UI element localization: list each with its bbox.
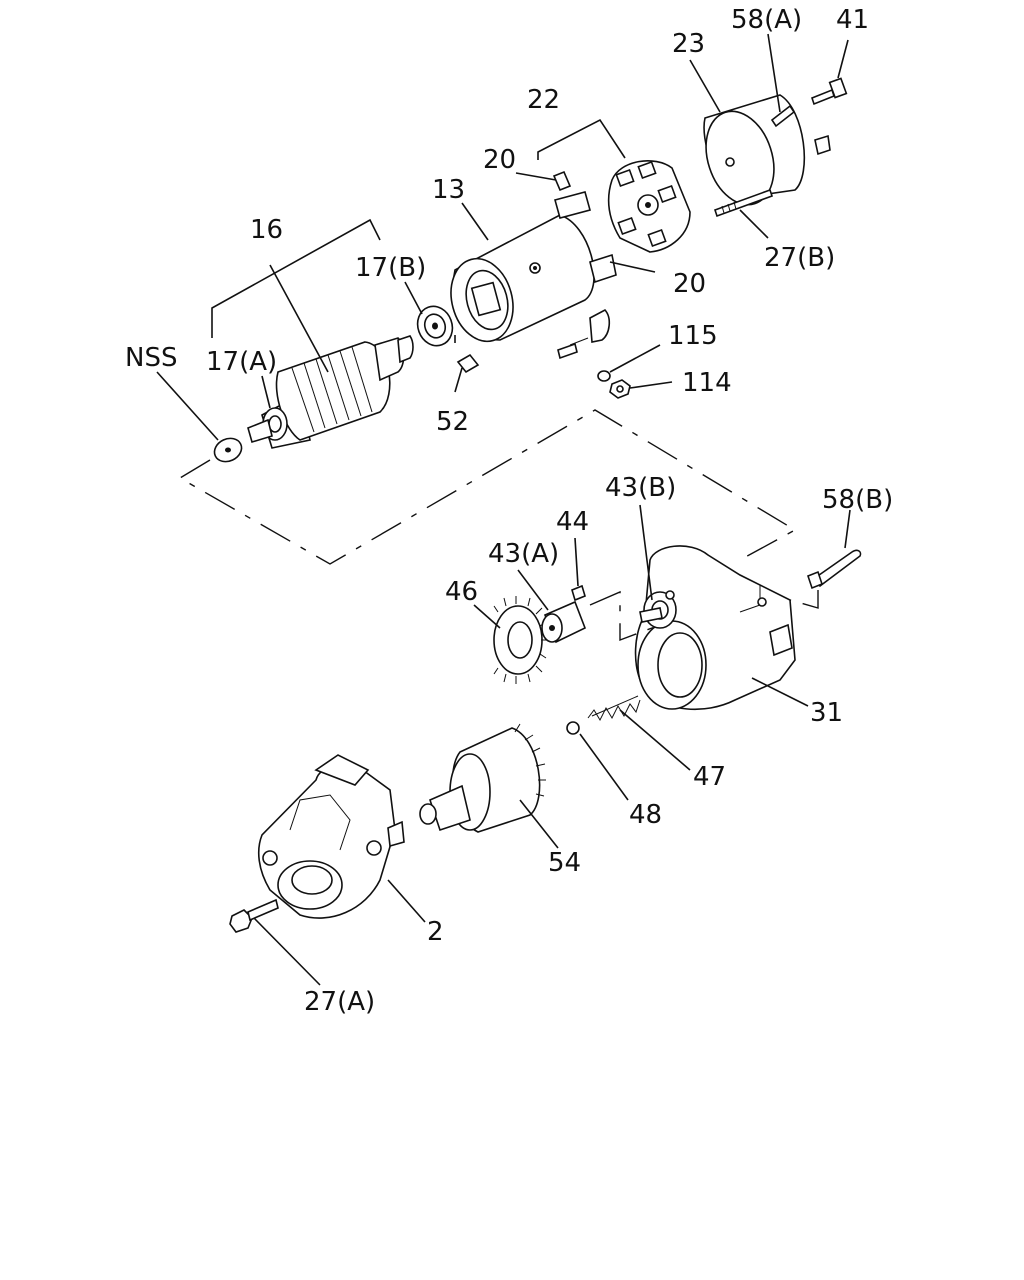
pin-44 xyxy=(571,584,586,602)
front-housing xyxy=(257,754,405,919)
label-46: 46 xyxy=(445,577,478,607)
clip-52 xyxy=(456,353,480,374)
label-114: 114 xyxy=(682,368,732,398)
armature xyxy=(247,335,414,449)
yoke xyxy=(450,191,617,360)
label-43a: 43(A) xyxy=(488,539,559,569)
housing xyxy=(634,545,796,711)
label-43b: 43(B) xyxy=(605,473,676,503)
label-31: 31 xyxy=(810,698,843,728)
label-17b: 17(B) xyxy=(355,253,426,283)
leader-lines xyxy=(156,33,851,986)
label-47: 47 xyxy=(693,762,726,792)
label-22: 22 xyxy=(527,85,560,115)
label-13: 13 xyxy=(432,175,465,205)
brush-20-upper xyxy=(552,170,572,192)
label-27b: 27(B) xyxy=(764,243,835,273)
alignment-line-43 xyxy=(589,590,661,642)
label-115: 115 xyxy=(668,321,718,351)
label-54: 54 xyxy=(548,848,581,878)
label-44: 44 xyxy=(556,507,589,537)
spring-47 xyxy=(587,695,641,722)
retainer-43a xyxy=(541,600,587,644)
nut-114 xyxy=(609,379,631,399)
stud-58a xyxy=(770,104,796,128)
label-nss: NSS xyxy=(125,343,177,373)
lead-58b xyxy=(807,549,862,590)
bearing-17b xyxy=(416,305,454,347)
washer-115 xyxy=(597,370,611,382)
pinion-clutch xyxy=(419,723,546,833)
label-41: 41 xyxy=(836,5,869,35)
label-2: 2 xyxy=(427,917,444,947)
alignment-line-58b xyxy=(789,590,819,609)
brush-holder xyxy=(607,160,691,253)
label-17a: 17(A) xyxy=(206,347,277,377)
label-23: 23 xyxy=(672,29,705,59)
label-52: 52 xyxy=(436,407,469,437)
label-58a: 58(A) xyxy=(731,5,802,35)
label-16: 16 xyxy=(250,215,283,245)
label-48: 48 xyxy=(629,800,662,830)
screw-41 xyxy=(811,77,848,106)
washer-nss xyxy=(213,437,243,463)
bolt-27a xyxy=(229,898,279,933)
ball-48 xyxy=(566,721,580,735)
part-labels: 16 17(A) 17(B) NSS 52 13 20 20 22 23 58(… xyxy=(125,5,893,1017)
through-bolt-27b xyxy=(713,188,774,218)
label-27a: 27(A) xyxy=(304,987,375,1017)
gear-46 xyxy=(493,596,548,684)
label-58b: 58(B) xyxy=(822,485,893,515)
label-20-upper: 20 xyxy=(483,145,516,175)
alignment-line-upper xyxy=(178,409,797,565)
label-20-lower: 20 xyxy=(673,269,706,299)
